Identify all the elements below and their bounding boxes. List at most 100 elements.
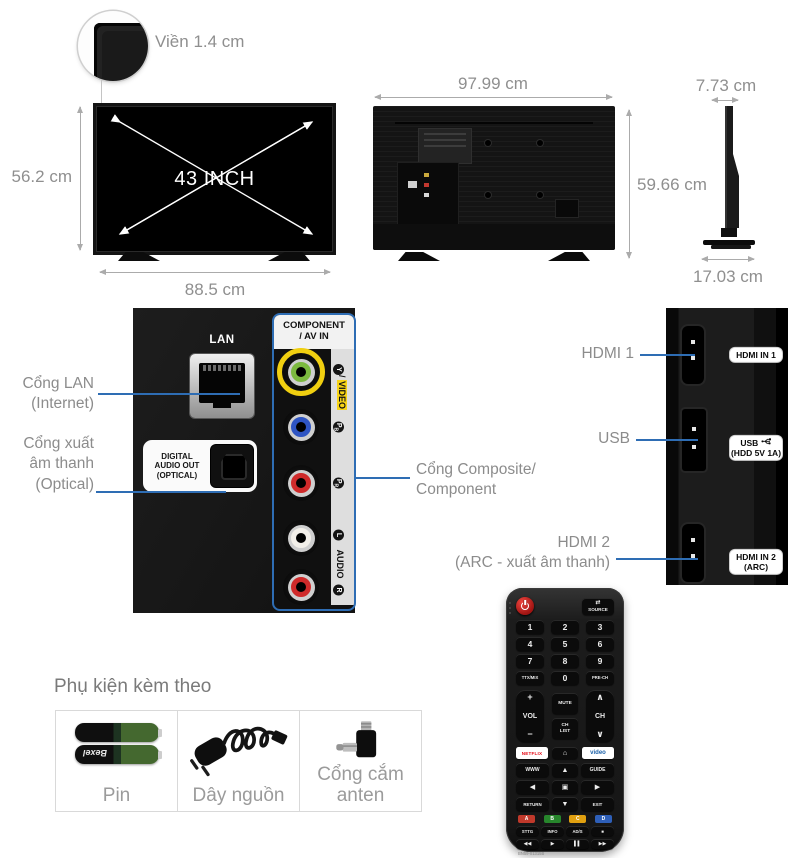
color-key-a: A — [518, 815, 535, 823]
digit-3: 3 — [586, 620, 614, 634]
accessories-title: Phụ kiện kèm theo — [54, 676, 212, 697]
digit-4: 4 — [516, 637, 544, 651]
recess-port-dot — [424, 193, 429, 197]
jack-label-strip — [331, 349, 354, 605]
label-audio-r: R — [333, 584, 347, 596]
diagonal-arrow — [110, 114, 314, 235]
accessories-table: Bexel Pin Dây nguồn — [55, 710, 422, 812]
digit-9: 9 — [586, 654, 614, 668]
front-width-arrow — [99, 269, 331, 275]
back-label-sticker — [418, 128, 472, 164]
accessory-battery-label: Pin — [102, 785, 131, 807]
play-button: ▶ — [541, 839, 564, 849]
front-width-label: 88.5 cm — [184, 280, 246, 299]
accessory-battery-cell: Bexel Pin — [56, 711, 178, 811]
vesa-hole — [485, 192, 491, 198]
tv-back-view — [373, 106, 615, 250]
recess-port-dot — [424, 183, 429, 187]
return-button: RETURN — [516, 797, 549, 811]
component-header: COMPONENT / AV IN — [274, 315, 354, 349]
tv-front-right-foot — [268, 252, 310, 261]
digit-0: 0 — [551, 671, 579, 685]
power-cord-image — [189, 726, 287, 777]
rca-jack-audio-l — [283, 520, 319, 556]
back-power-socket — [555, 199, 579, 218]
back-port-recess — [397, 162, 459, 230]
home-button: ⌂ — [552, 747, 578, 759]
rca-jack-pr — [283, 465, 319, 501]
accessory-power-cord-cell: Dây nguồn — [178, 711, 300, 811]
stop-button: ■ — [591, 826, 614, 836]
usb-icon — [761, 438, 771, 445]
callout-lan: Cổng LAN (Internet) — [22, 375, 94, 413]
side-base-arrow — [701, 256, 755, 262]
callout-hdmi2: HDMI 2 (ARC - xuất âm thanh) — [454, 534, 610, 572]
side-ports-panel: HDMI IN 1 USB (HDD 5V 1A) HDMI IN 2 (ARC… — [666, 308, 788, 585]
lan-port-pins — [203, 365, 241, 371]
back-vent-line — [395, 122, 593, 124]
recess-port-dot — [424, 173, 429, 177]
component-jacks: Y/ VIDEO PB PR L AUDIO R — [274, 348, 354, 605]
callout-composite-line — [354, 477, 410, 479]
guide-button: GUIDE — [581, 763, 614, 777]
color-key-c: C — [569, 815, 587, 823]
remote-control: ⇄ SOURCE 1 2 3 4 5 6 7 8 9 TTX/MIX 0 PRE… — [506, 588, 624, 856]
antenna-adapter-image — [335, 721, 376, 758]
ttx-mix-button: TTX/MIX — [516, 671, 544, 685]
color-key-b: B — [543, 815, 561, 823]
back-bottom-band — [373, 224, 615, 250]
tv-side-view — [703, 106, 755, 249]
recess-port-dot — [408, 181, 417, 188]
mute-button: MUTE — [552, 693, 578, 714]
component-av-in-box: COMPONENT / AV IN Y/ VIDEO PB PR L AUDIO… — [272, 313, 356, 611]
label-y-video: Y/ VIDEO — [333, 363, 347, 411]
rewind-button: ◀◀ — [516, 839, 539, 849]
side-depth-label: 7.73 cm — [695, 76, 757, 95]
netflix-button: NETFLIX — [516, 747, 548, 759]
tv-front-left-foot — [118, 252, 160, 261]
optical-port-text: DIGITAL AUDIO OUT (OPTICAL) — [154, 451, 200, 480]
back-height-arrow — [626, 109, 632, 259]
exit-button: EXIT — [581, 797, 614, 811]
right-button: ▶ — [581, 780, 614, 794]
callout-hdmi1-line — [640, 354, 695, 356]
label-pb: PB — [332, 421, 344, 433]
left-button: ◀ — [516, 780, 549, 794]
tv-back-left-foot — [398, 252, 440, 261]
rca-jack-pb — [283, 409, 319, 445]
vesa-hole — [537, 140, 543, 146]
video-highlight-ring — [277, 348, 325, 396]
label-audio-l: L — [333, 529, 347, 541]
rca-jack-audio-r — [283, 569, 319, 605]
tv-back-right-foot — [548, 252, 590, 261]
power-button — [516, 597, 534, 615]
callout-optical-line — [96, 491, 226, 493]
rca-jack-video — [283, 354, 319, 390]
hdmi2-port-label: HDMI IN 2 (ARC) — [730, 549, 782, 575]
source-icon: ⇄ — [595, 599, 601, 606]
remote-model-number: BN59-01315B — [518, 851, 545, 856]
callout-composite: Cổng Composite/ Component — [416, 461, 536, 499]
lan-port — [190, 354, 254, 418]
bezel-detail-circle — [78, 11, 148, 81]
callout-hdmi1: HDMI 1 — [581, 345, 634, 362]
bezel-corner-image — [94, 23, 148, 81]
side-depth-arrow — [711, 97, 739, 103]
vesa-hole — [537, 192, 543, 198]
lan-port-title: LAN — [209, 334, 235, 346]
ad-subt-button: AD/S — [566, 826, 589, 836]
down-button: ▼ — [552, 797, 578, 811]
vesa-hole — [485, 140, 491, 146]
tv-front-view: 43 INCH — [93, 103, 336, 255]
bezel-size-label: Viền 1.4 cm — [155, 32, 245, 51]
screen-size-label: 43 INCH — [174, 167, 255, 190]
usb-port-label: USB (HDD 5V 1A) — [730, 435, 782, 461]
power-icon — [521, 602, 529, 610]
remote-texture-dots — [509, 602, 511, 614]
callout-hdmi2-line — [616, 558, 698, 560]
source-button: ⇄ SOURCE — [582, 597, 614, 615]
optical-port — [211, 445, 253, 487]
up-button: ▲ — [552, 763, 578, 777]
color-key-d: D — [594, 815, 612, 823]
